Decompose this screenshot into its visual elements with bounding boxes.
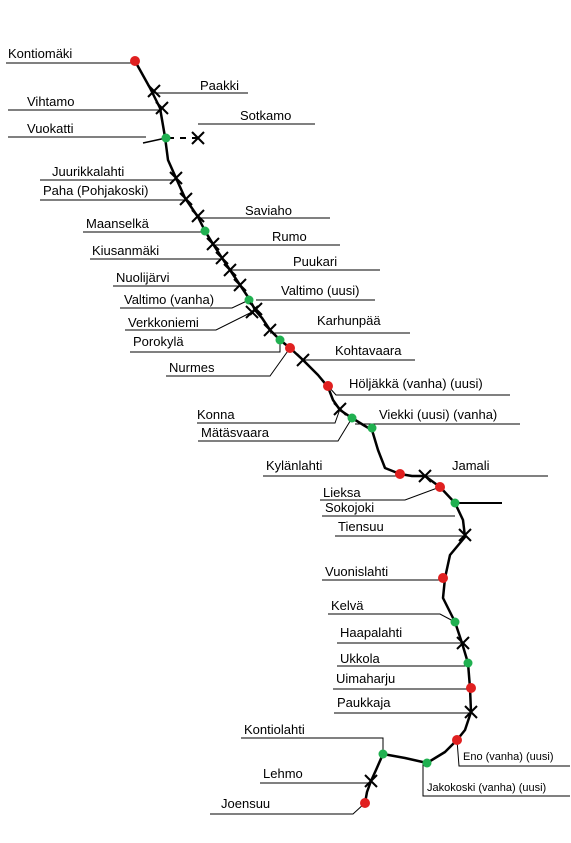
- station-label-kiusanmaki[interactable]: Kiusanmäki: [92, 243, 159, 258]
- leader-konna: [197, 408, 341, 424]
- stop-marker-verkkoniemi: [245, 305, 259, 319]
- stop-marker-haapalahti: [456, 636, 470, 650]
- station-label-puukari[interactable]: Puukari: [293, 254, 337, 269]
- station-dot-green-sokojoki: [450, 498, 460, 508]
- station-label-sokojoki[interactable]: Sokojoki: [325, 500, 374, 515]
- stop-marker-konna: [333, 402, 347, 416]
- stop-marker-tiensuu: [458, 528, 472, 542]
- station-label-karhunpaa[interactable]: Karhunpää: [317, 313, 381, 328]
- station-dot-green-kontiolahti: [378, 749, 388, 759]
- stop-marker-paakki: [147, 84, 161, 98]
- station-label-konna[interactable]: Konna: [197, 407, 235, 422]
- station-dot-red-kylanlahti: [395, 469, 405, 479]
- station-label-vuonislahti[interactable]: Vuonislahti: [325, 564, 388, 579]
- station-label-kontiolahti[interactable]: Kontiolahti: [244, 722, 305, 737]
- station-dot-green-porokyla: [275, 335, 285, 345]
- stop-marker-vihtamo: [155, 101, 169, 115]
- leader-nurmes: [166, 347, 291, 377]
- stop-marker-paukkaja: [464, 705, 478, 719]
- station-dot-red-uimaharju: [466, 683, 476, 693]
- station-dot-red-vuonislahti: [438, 573, 448, 583]
- label-leader-lines: [6, 62, 570, 815]
- station-dot-green-matasvaara: [347, 413, 357, 423]
- station-label-paukkaja[interactable]: Paukkaja: [337, 695, 391, 710]
- leader-joensuu: [210, 802, 366, 815]
- station-label-vihtamo[interactable]: Vihtamo: [27, 94, 74, 109]
- station-label-valtimo_uusi[interactable]: Valtimo (uusi): [281, 283, 360, 298]
- station-label-joensuu[interactable]: Joensuu: [221, 796, 270, 811]
- railway-track: [133, 60, 502, 804]
- station-label-matasvaara[interactable]: Mätäsvaara: [201, 425, 270, 440]
- station-label-kontiomaki[interactable]: Kontiomäki: [8, 46, 72, 61]
- station-dot-red-kontiomaki: [130, 56, 140, 66]
- leader-eno: [456, 739, 570, 767]
- station-dot-green-jakokoski: [422, 758, 432, 768]
- stop-marker-kohtavaara: [296, 353, 310, 367]
- leader-verkkoniemi: [125, 311, 253, 331]
- station-label-paha[interactable]: Paha (Pohjakoski): [43, 183, 149, 198]
- station-label-kohtavaara[interactable]: Kohtavaara: [335, 343, 402, 358]
- station-label-kylanlahti[interactable]: Kylänlahti: [266, 458, 322, 473]
- main-track: [133, 60, 473, 804]
- station-dot-green-maanselka: [200, 226, 210, 236]
- station-dot-red-lieksa: [435, 482, 445, 492]
- station-label-uimaharju[interactable]: Uimaharju: [336, 671, 395, 686]
- stop-marker-rumo: [206, 237, 220, 251]
- leader-kelva: [328, 613, 456, 623]
- leader-lieksa: [320, 486, 441, 501]
- station-label-tiensuu[interactable]: Tiensuu: [338, 519, 384, 534]
- stop-marker-karhunpaa: [263, 323, 277, 337]
- leader-jakokoski: [422, 763, 570, 797]
- stop-marker-puukari: [223, 263, 237, 277]
- station-label-porokyla[interactable]: Porokylä: [133, 334, 184, 349]
- leader-matasvaara: [198, 417, 353, 442]
- station-dot-green-kelva: [450, 617, 460, 627]
- station-dot-red-nurmes: [285, 343, 295, 353]
- station-dot-green-valtimo_vanha: [244, 295, 254, 305]
- station-label-lieksa[interactable]: Lieksa: [323, 485, 361, 500]
- station-label-sotkamo[interactable]: Sotkamo: [240, 108, 291, 123]
- station-label-lehmo[interactable]: Lehmo: [263, 766, 303, 781]
- station-dot-green-viekki: [367, 423, 377, 433]
- station-label-valtimo_vanha[interactable]: Valtimo (vanha): [124, 292, 214, 307]
- station-label-verkkoniemi[interactable]: Verkkoniemi: [128, 315, 199, 330]
- station-label-viekki[interactable]: Viekki (uusi) (vanha): [379, 407, 497, 422]
- stop-marker-sotkamo: [191, 131, 205, 145]
- stop-marker-jamali: [418, 469, 432, 483]
- station-label-kelva[interactable]: Kelvä: [331, 598, 364, 613]
- station-label-eno[interactable]: Eno (vanha) (uusi): [463, 751, 554, 763]
- station-dot-green-ukkola: [463, 658, 473, 668]
- leader-valtimo_vanha: [120, 299, 250, 309]
- stop-marker-nuolijarvi: [233, 278, 247, 292]
- station-label-holjakka[interactable]: Höljäkkä (vanha) (uusi): [349, 376, 483, 391]
- station-label-maanselka[interactable]: Maanselkä: [86, 216, 150, 231]
- station-markers: [130, 56, 478, 808]
- stop-marker-juurikkalahti: [169, 171, 183, 185]
- station-label-saviaho[interactable]: Saviaho: [245, 203, 292, 218]
- station-label-vuokatti[interactable]: Vuokatti: [27, 121, 74, 136]
- stop-marker-paha: [179, 192, 193, 206]
- station-label-ukkola[interactable]: Ukkola: [340, 651, 381, 666]
- station-label-juurikkalahti[interactable]: Juurikkalahti: [52, 164, 124, 179]
- station-label-jakokoski[interactable]: Jakokoski (vanha) (uusi): [427, 782, 546, 794]
- station-dot-red-joensuu: [360, 798, 370, 808]
- station-label-nuolijarvi[interactable]: Nuolijärvi: [116, 270, 170, 285]
- stop-marker-lehmo: [364, 774, 378, 788]
- station-label-paakki[interactable]: Paakki: [200, 78, 239, 93]
- station-label-jamali[interactable]: Jamali: [452, 458, 490, 473]
- station-dot-red-holjakka: [323, 381, 333, 391]
- station-label-haapalahti[interactable]: Haapalahti: [340, 625, 402, 640]
- station-label-rumo[interactable]: Rumo: [272, 229, 307, 244]
- station-label-nurmes[interactable]: Nurmes: [169, 360, 215, 375]
- leader-kontiolahti: [241, 737, 384, 754]
- stop-marker-kiusanmaki: [215, 251, 229, 265]
- station-dot-red-eno: [452, 735, 462, 745]
- stop-marker-saviaho: [191, 209, 205, 223]
- station-dot-green-vuokatti: [161, 133, 171, 143]
